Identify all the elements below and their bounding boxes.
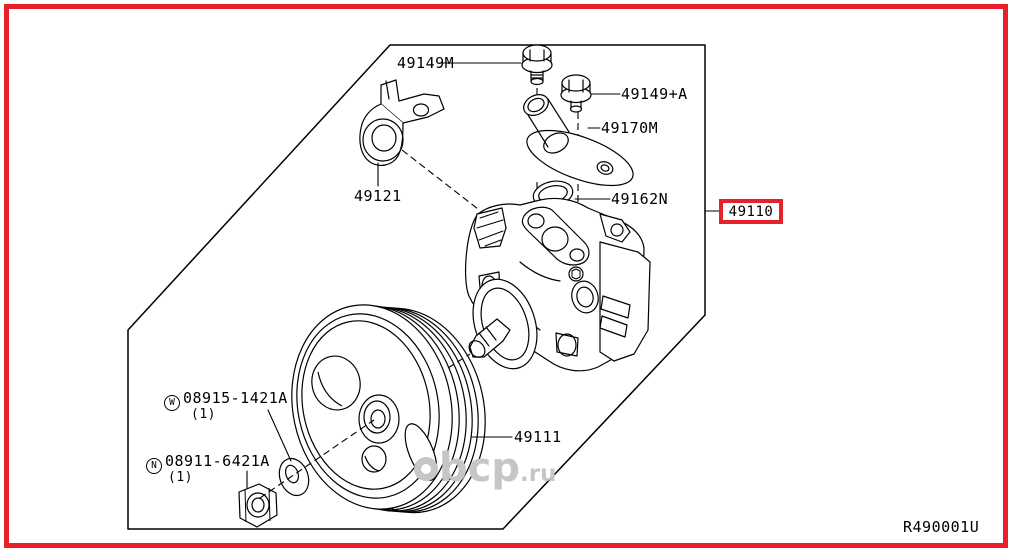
pulley-drawing xyxy=(291,304,486,514)
pump-assembly-number: 49110 xyxy=(728,203,774,220)
highlighted-part-label-pump-assembly: 49110 xyxy=(719,199,783,224)
part-label-connector: 49170M xyxy=(601,119,659,137)
nut-type-icon: N xyxy=(146,457,162,474)
washer-number: 08915-1421A xyxy=(183,389,288,407)
part-label-bolt-side: 49149+A xyxy=(621,85,688,103)
pump-body-drawing xyxy=(464,197,651,372)
watermark-text: bcp xyxy=(439,445,520,491)
bracket-drawing xyxy=(359,79,445,166)
label-leader-lines xyxy=(246,62,720,489)
watermark: bcp .ru xyxy=(414,448,556,488)
washer-qty: (1) xyxy=(191,407,216,422)
part-label-bolt-upper: 49149M xyxy=(397,54,455,72)
nut-qty: (1) xyxy=(168,470,193,485)
bolt-side-drawing xyxy=(560,74,592,113)
shaft-axis-dashed xyxy=(259,353,471,499)
bolt-upper-drawing xyxy=(521,44,553,86)
part-label-pulley: 49111 xyxy=(514,428,562,446)
drawing-reference-code: R490001U xyxy=(903,518,980,536)
washer-type-icon: W xyxy=(164,394,180,411)
watermark-suffix: .ru xyxy=(519,461,557,487)
washer-drawing xyxy=(278,457,310,497)
connector-tube-drawing xyxy=(523,94,634,187)
nut-number: 08911-6421A xyxy=(165,452,270,470)
nut-drawing xyxy=(238,483,278,528)
watermark-ring-logo xyxy=(414,457,438,481)
diagram-border-hexagon xyxy=(127,44,706,530)
part-label-oring: 49162N xyxy=(611,190,669,208)
part-label-bracket: 49121 xyxy=(354,187,402,205)
